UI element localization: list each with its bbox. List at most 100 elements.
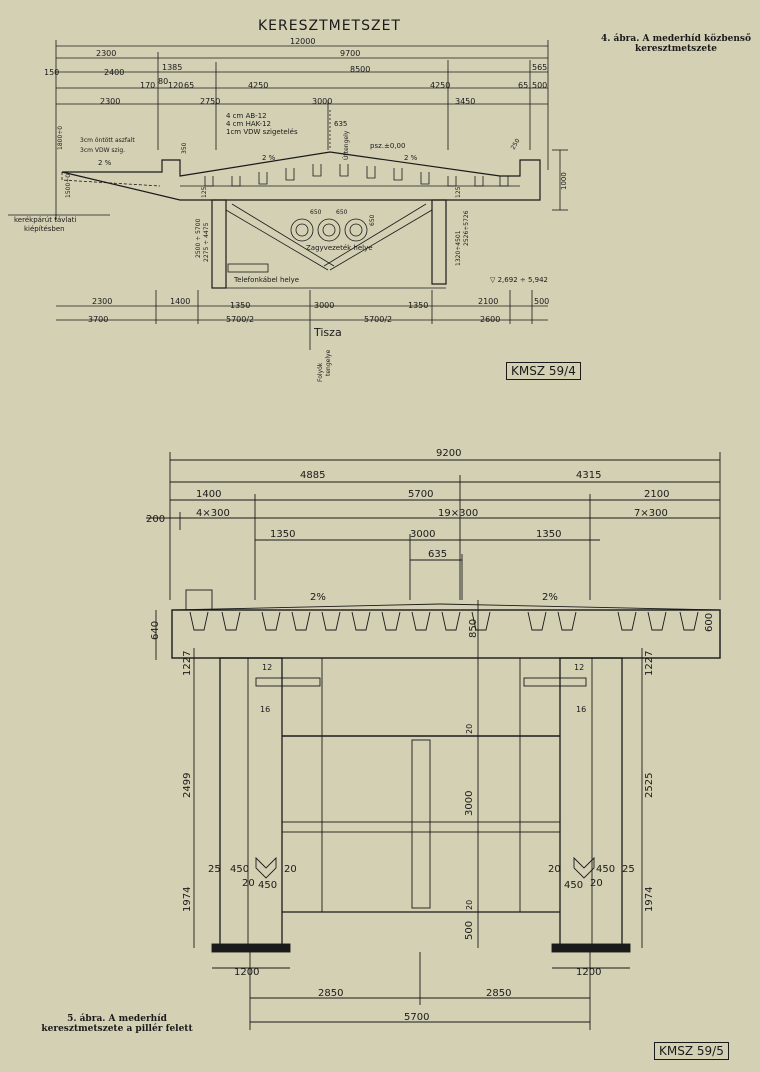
b-dim-4x300: 4×300 [196, 508, 230, 519]
top-vdim-1000: 1000 [560, 172, 568, 190]
top-dim-120: 120 [168, 81, 183, 90]
b-slope-right: 2% [542, 592, 558, 603]
b-center-3000: 3000 [464, 791, 475, 816]
top-dim-565: 565 [532, 63, 547, 72]
b-r-20a: 20 [548, 864, 561, 875]
b-right-1227: 1227 [644, 651, 655, 676]
top-vdim-2275: 2275 ÷ 4475 [203, 222, 210, 262]
top-slope-mid: 2 % [262, 154, 276, 162]
b-right-1974: 1974 [644, 887, 655, 912]
top-dim-500: 500 [532, 81, 547, 90]
b-l-450a: 450 [230, 864, 249, 875]
top-vdim-125a: 125 [201, 186, 208, 198]
top-note-psz: psz.±0,00 [370, 142, 405, 150]
b-right-600: 600 [704, 613, 715, 632]
b-dim-7x300: 7×300 [634, 508, 668, 519]
top-vdim-2500: 2500 ÷ 5700 [195, 218, 202, 258]
b-dim-635: 635 [428, 549, 447, 560]
top-level: ▽ 2,692 ÷ 5,942 [490, 276, 548, 284]
top-bdim-1350b: 1350 [408, 301, 428, 310]
top-pipe-650a: 650 [310, 209, 322, 216]
top-cross-section [8, 40, 568, 350]
top-dim-80: 80 [158, 77, 168, 86]
b-dim-1400: 1400 [196, 489, 221, 500]
b-l-20b: 20 [284, 864, 297, 875]
b-dim-19x300: 19×300 [438, 508, 478, 519]
b-footing-right: 1200 [576, 967, 601, 978]
top-bdim-1400: 1400 [170, 297, 190, 306]
bottom-cross-section [146, 452, 721, 1030]
top-vdim-1800: 1800÷0 [57, 126, 64, 150]
b-dim-3000: 3000 [410, 529, 435, 540]
top-pipe-650c: 650 [369, 214, 376, 226]
top-caption-line2: keresztmetszete [635, 44, 717, 54]
top-dim-2300a: 2300 [96, 49, 116, 58]
b-dim-200: 200 [146, 514, 165, 525]
b-r-450a: 450 [596, 864, 615, 875]
b-footing-left: 1200 [234, 967, 259, 978]
b-l-20a: 20 [242, 878, 255, 889]
top-bdim-2600: 2600 [480, 315, 500, 324]
top-note-vdw-sz: 1cm VDW szigetelés [226, 128, 298, 136]
top-dim-9700: 9700 [340, 49, 360, 58]
top-title: KERESZTMETSZET [258, 18, 401, 34]
top-bdim-500: 500 [534, 297, 549, 306]
top-slope-right: 2 % [404, 154, 418, 162]
top-river: Tisza [313, 326, 342, 339]
top-side-note-1: kerékpárút távlati [14, 216, 76, 224]
top-vdim-125b: 125 [455, 186, 462, 198]
top-note-axis: Úttengely [343, 130, 350, 160]
b-center-20b: 20 [465, 900, 474, 910]
b-dim-9200: 9200 [436, 448, 461, 459]
b-center-20a: 20 [465, 724, 474, 734]
b-dim-4315: 4315 [576, 470, 601, 481]
bottom-labels: 9200 4885 4315 1400 5700 2100 200 4×300 … [146, 448, 715, 1023]
b-dim-1350b: 1350 [536, 529, 561, 540]
b-dim-2100: 2100 [644, 489, 669, 500]
bottom-caption-line2: keresztmetszete a pillér felett [41, 1024, 193, 1034]
top-note-hak12: 4 cm HAK-12 [226, 120, 271, 128]
b-plate-12a: 12 [262, 663, 272, 672]
top-dim-4250b: 4250 [430, 81, 450, 90]
top-note-ab12: 4 cm AB-12 [226, 112, 267, 120]
top-bdim-3700: 3700 [88, 315, 108, 324]
top-bdim-half-b: 5700/2 [364, 315, 392, 324]
top-dim-8500: 8500 [350, 65, 370, 74]
b-left-1974: 1974 [182, 887, 193, 912]
b-left-1227: 1227 [182, 651, 193, 676]
top-dim-12000: 12000 [290, 37, 315, 46]
bottom-caption: 5. ábra. A mederhíd keresztmetszete a pi… [22, 1014, 212, 1034]
top-dim-3000: 3000 [312, 97, 332, 106]
top-dim-4250a: 4250 [248, 81, 268, 90]
top-cable-label: Telefonkábel helye [233, 276, 299, 284]
b-l-25: 25 [208, 864, 221, 875]
top-bdim-half-a: 5700/2 [226, 315, 254, 324]
b-left-640: 640 [150, 621, 161, 640]
top-labels: KERESZTMETSZET 12000 2300 9700 150 2400 … [14, 18, 568, 382]
top-caption-line1: 4. ábra. A mederhíd közbenső [601, 34, 751, 44]
top-bdim-2100: 2100 [478, 297, 498, 306]
top-note-vdw: 3cm VDW szig. [80, 147, 125, 154]
top-dim-2300b: 2300 [100, 97, 120, 106]
top-bdim-2300: 2300 [92, 297, 112, 306]
top-vdim-2526: 2526÷5726 [463, 210, 470, 246]
top-axis-label-1: Folyók [317, 362, 324, 382]
top-vdim-1500: 1500÷0 [65, 174, 72, 198]
bottom-caption-line1: 5. ábra. A mederhíd [67, 1014, 167, 1024]
b-r-25: 25 [622, 864, 635, 875]
top-vdim-1320: 1320÷4501 [455, 230, 462, 266]
b-dim-5700: 5700 [408, 489, 433, 500]
top-bdim-1350a: 1350 [230, 301, 250, 310]
top-deck-ribs [204, 164, 509, 187]
b-dim-4885: 4885 [300, 470, 325, 481]
top-pipe-label: Zagyvezeték helye [306, 244, 373, 252]
top-axis-label-2: tengelye [325, 349, 332, 376]
b-right-2525: 2525 [644, 773, 655, 798]
top-dim-170: 170 [140, 81, 155, 90]
top-dim-2400: 2400 [104, 68, 124, 77]
top-tag: KMSZ 59/4 [506, 362, 581, 380]
top-dim-3450: 3450 [455, 97, 475, 106]
top-vdim-350: 350 [181, 142, 188, 154]
b-r-20b: 20 [590, 878, 603, 889]
